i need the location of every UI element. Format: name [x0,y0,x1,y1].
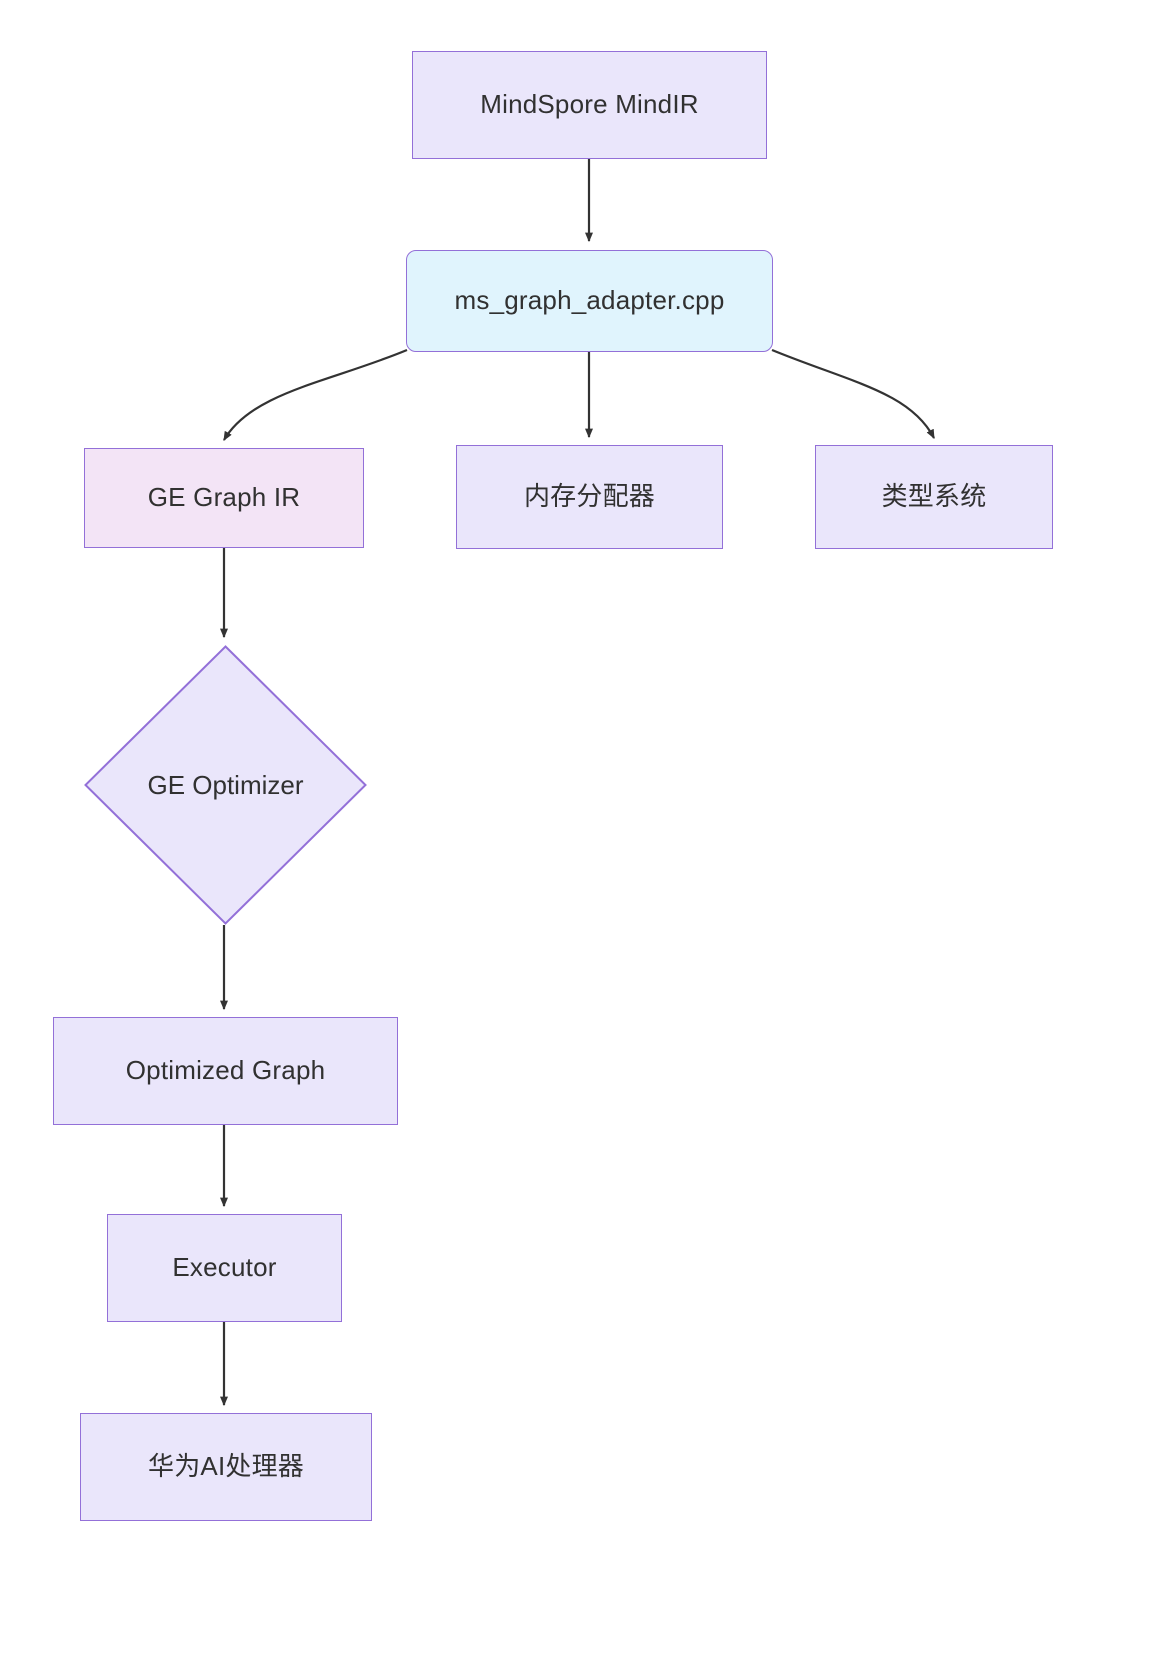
node-label: 内存分配器 [523,481,655,512]
node-ge-graph-ir[interactable]: GE Graph IR [84,448,364,548]
node-label: MindSpore MindIR [480,89,699,120]
node-label: 华为AI处理器 [148,1451,304,1482]
node-mindspore-mindir[interactable]: MindSpore MindIR [412,51,767,159]
node-label: Optimized Graph [125,1055,326,1086]
node-label: Executor [172,1252,277,1283]
node-type-system[interactable]: 类型系统 [815,445,1053,549]
edge-adapter-to-type-system [771,348,935,439]
node-optimized-graph[interactable]: Optimized Graph [53,1017,398,1125]
edge-adapter-to-ge-graph-ir [223,348,408,441]
node-huawei-ai-processor[interactable]: 华为AI处理器 [80,1413,372,1521]
node-label: GE Graph IR [147,482,301,513]
node-executor[interactable]: Executor [107,1214,342,1322]
node-memory-allocator[interactable]: 内存分配器 [456,445,723,549]
diamond-shape [84,645,367,925]
node-label: ms_graph_adapter.cpp [454,285,725,316]
node-ge-optimizer[interactable]: GE Optimizer [84,645,367,925]
node-label: 类型系统 [881,481,987,512]
node-ms-graph-adapter[interactable]: ms_graph_adapter.cpp [406,250,773,352]
